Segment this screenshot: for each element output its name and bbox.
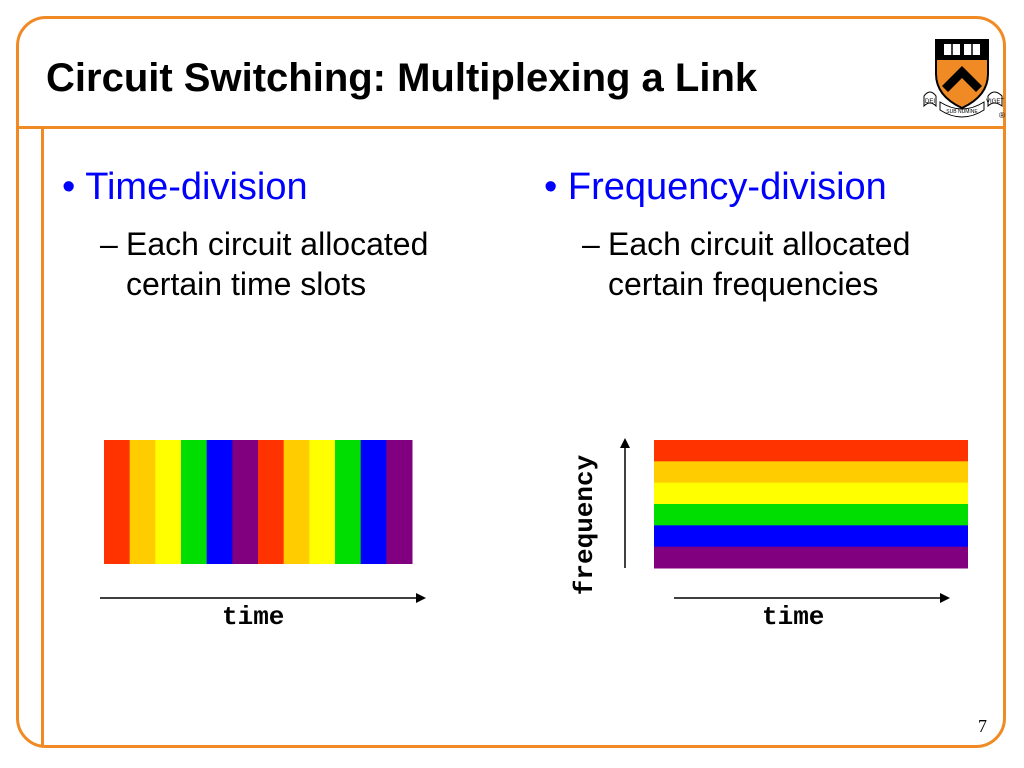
page-number: 7: [978, 716, 987, 736]
frequency-axis-label: frequency: [570, 454, 600, 596]
frequency-band: [654, 504, 968, 526]
motto-left: DEI: [925, 99, 935, 105]
time-division-diagram: [100, 440, 426, 603]
frequency-band: [654, 440, 968, 462]
time-slot: [206, 440, 233, 564]
frequency-band: [654, 525, 968, 548]
sub-bullet-line2: certain frequencies: [608, 266, 879, 302]
time-slot: [309, 440, 336, 564]
frequency-band: [654, 482, 968, 505]
bullet-time-division: • Time-division: [62, 166, 308, 209]
time-slot: [104, 440, 131, 564]
sub-bullet-dash: –: [582, 226, 600, 262]
title-divider: [19, 126, 1004, 129]
time-axis-arrowhead: [416, 593, 426, 603]
frequency-bands: [654, 440, 968, 569]
slide-frame: [16, 16, 1006, 748]
frequency-band: [654, 461, 968, 484]
slide-title: Circuit Switching: Multiplexing a Link: [46, 56, 758, 100]
fdm-time-label: time: [762, 602, 825, 632]
sub-bullet-line1: Each circuit allocated: [126, 226, 429, 262]
sub-bullet-line2: certain time slots: [126, 266, 367, 302]
frequency-axis-arrowhead: [620, 438, 630, 448]
bullet-frequency-division: • Frequency-division: [544, 166, 887, 209]
time-slot: [129, 440, 156, 564]
motto-center: SUB NUMINE: [946, 109, 978, 115]
time-slot: [386, 440, 413, 564]
bullet-frequency-division-label: Frequency-division: [567, 166, 887, 208]
time-slot: [258, 440, 285, 564]
registered-mark: ®: [999, 111, 1005, 120]
time-slot: [360, 440, 387, 564]
bullet-dot: •: [544, 166, 558, 208]
time-slot: [155, 440, 182, 564]
time-slots: [104, 440, 413, 564]
bullet-dot: •: [62, 166, 76, 208]
time-slot: [232, 440, 259, 564]
sub-bullet-dash: –: [100, 226, 118, 262]
fdm-time-axis-arrowhead: [940, 593, 950, 603]
sub-bullet-line1: Each circuit allocated: [608, 226, 911, 262]
tdm-time-label: time: [222, 602, 285, 632]
sub-bullet-frequencies: –Each circuit allocated certain frequenc…: [582, 224, 910, 304]
motto-right: VIGET: [986, 99, 1004, 105]
time-slot: [181, 440, 208, 564]
time-slot: [283, 440, 310, 564]
left-accent-line: [41, 128, 44, 746]
bullet-time-division-label: Time-division: [85, 166, 308, 208]
frequency-division-diagram: [620, 438, 968, 603]
frequency-band: [654, 546, 968, 569]
time-slot: [335, 440, 362, 564]
princeton-shield-logo: DEI SUB NUMINE VIGET ®: [923, 39, 1005, 120]
sub-bullet-time-slots: –Each circuit allocated certain time slo…: [100, 224, 428, 304]
